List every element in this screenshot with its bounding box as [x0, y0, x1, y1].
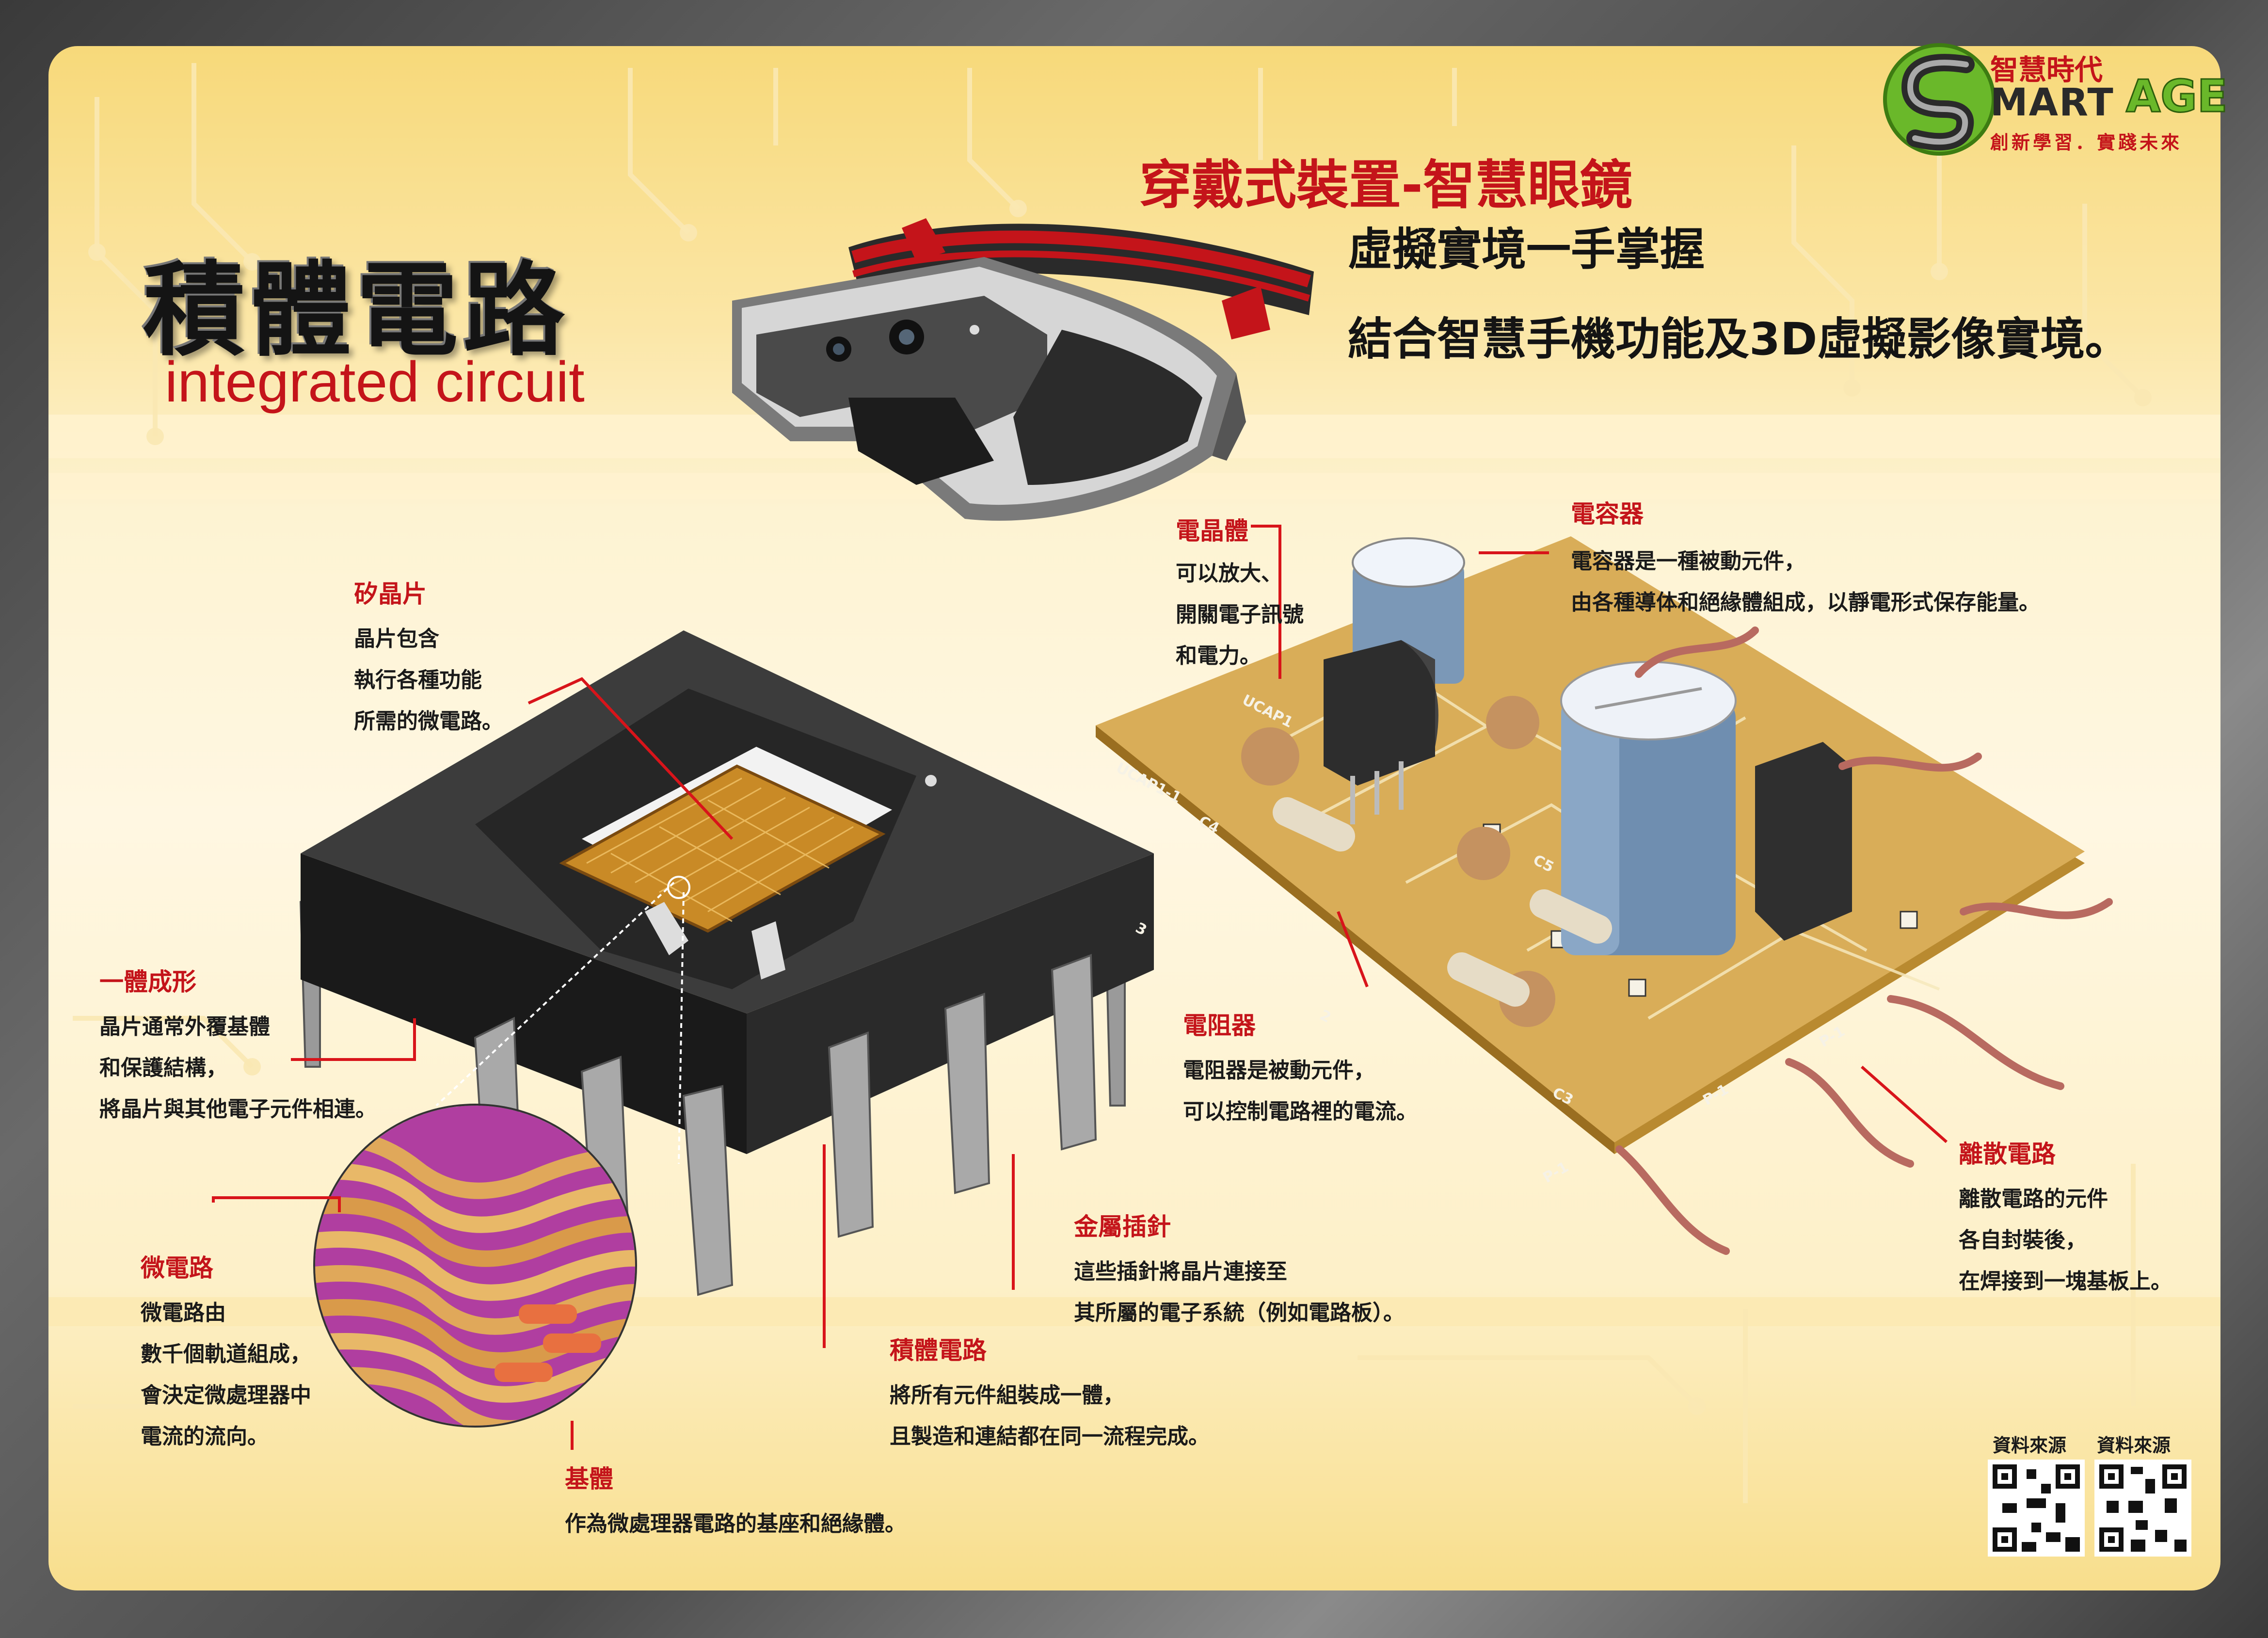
- feature-line-2: 結合智慧手機功能及3D虛擬影像實境。: [1348, 313, 2130, 365]
- label-pins-title: 金屬插針: [1074, 1213, 1171, 1241]
- smart-glasses-illustration: [732, 218, 1314, 521]
- label-microcircuit-line: 微電路由: [141, 1301, 226, 1325]
- label-microcircuit-title: 微電路: [141, 1254, 213, 1282]
- label-ic-line: 將所有元件組裝成一體，: [890, 1383, 1124, 1408]
- label-ic-line: 且製造和連結都在同一流程完成。: [890, 1424, 1210, 1449]
- magnify-guide-lines: [435, 876, 690, 1164]
- label-microcircuit-line: 電流的流向。: [141, 1424, 269, 1449]
- label-substrate-line: 作為微處理器電路的基座和絕緣體。: [565, 1511, 906, 1536]
- ic-chip-illustration: [299, 630, 1154, 1296]
- label-discrete-line: 在焊接到一塊基板上。: [1959, 1269, 2172, 1294]
- label-transistor-line: 開關電子訊號: [1176, 602, 1304, 627]
- label-silicon-line: 所需的微電路。: [354, 709, 503, 734]
- label-silicon-line: 執行各種功能: [354, 668, 482, 692]
- discrete-circuit-board-illustration: UCAP1-1 UCAP1 C4 C5 C3 P-1 P-1 P-1 3 2: [1096, 536, 2113, 1255]
- label-resistor-line: 電阻器是被動元件，: [1183, 1058, 1375, 1083]
- brand-age-text: AGE: [2125, 70, 2229, 123]
- label-transistor-title: 電晶體: [1176, 517, 1248, 545]
- label-discrete-title: 離散電路: [1959, 1140, 2056, 1168]
- label-pins-line: 其所屬的電子系統（例如電路板）。: [1074, 1301, 1405, 1325]
- label-resistor-line: 可以控制電路裡的電流。: [1183, 1099, 1418, 1124]
- label-substrate-title: 基體: [565, 1465, 613, 1493]
- label-microcircuit-line: 數千個軌道組成，: [141, 1342, 311, 1366]
- brand-logo-mark: [1883, 43, 1996, 156]
- label-silicon-line: 晶片包含: [354, 626, 439, 651]
- label-capacitor-line: 由各種導体和絕緣體組成，以靜電形式保存能量。: [1571, 590, 2040, 615]
- source-label: 資料來源: [1993, 1435, 2067, 1456]
- brand-mart-text: MART: [1990, 81, 2114, 125]
- brand-slogan-text: 創新學習．實踐未來: [1990, 132, 2183, 153]
- microcircuit-magnified: [313, 1104, 637, 1428]
- label-transistor-line: 和電力。: [1176, 643, 1261, 668]
- label-molded-title: 一體成形: [99, 968, 196, 996]
- label-pins-line: 這些插針將晶片連接至: [1074, 1259, 1287, 1284]
- brand-top-text: 智慧時代: [1990, 53, 2103, 86]
- page-subtitle: integrated circuit: [165, 350, 585, 414]
- qr-code-icon[interactable]: [1988, 1460, 2085, 1557]
- label-ic-title: 積體電路: [890, 1336, 987, 1365]
- label-molded-line: 晶片通常外覆基體: [99, 1014, 270, 1039]
- source-label: 資料來源: [2097, 1435, 2171, 1456]
- qr-code-icon[interactable]: [2094, 1460, 2191, 1557]
- label-transistor-line: 可以放大、: [1176, 561, 1282, 586]
- brand-logo: 智慧時代 MART AGE 創新學習．實踐未來: [1881, 36, 2230, 167]
- label-resistor-title: 電阻器: [1183, 1012, 1256, 1040]
- label-molded-line: 和保護結構，: [99, 1056, 227, 1080]
- label-discrete-line: 各自封裝後，: [1959, 1228, 2087, 1253]
- label-discrete-line: 離散電路的元件: [1959, 1187, 2108, 1211]
- label-silicon-title: 矽晶片: [354, 580, 427, 608]
- feature-heading: 穿戴式裝置-智慧眼鏡: [1139, 155, 1632, 216]
- label-capacitor-line: 電容器是一種被動元件，: [1571, 549, 1805, 574]
- page-title: 積體電路: [143, 251, 570, 370]
- feature-line-1: 虛擬實境一手掌握: [1348, 224, 1705, 275]
- label-capacitor-title: 電容器: [1571, 500, 1644, 528]
- label-molded-line: 將晶片與其他電子元件相連。: [99, 1097, 377, 1122]
- label-microcircuit-line: 會決定微處理器中: [141, 1383, 311, 1408]
